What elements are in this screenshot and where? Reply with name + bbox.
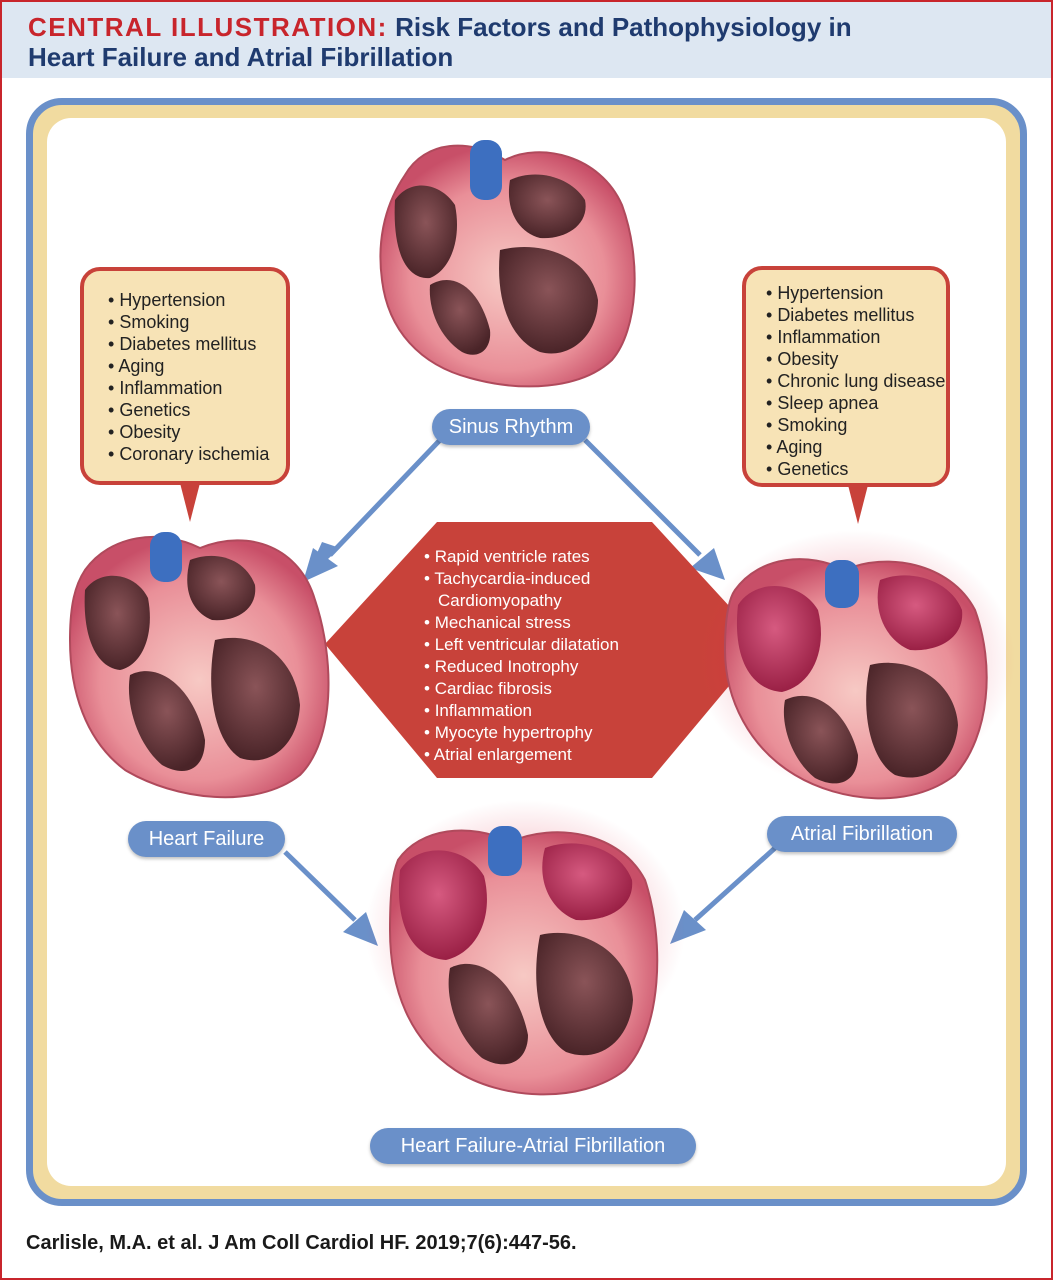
list-item: Diabetes mellitus — [108, 333, 286, 355]
list-item: Sleep apnea — [766, 392, 946, 414]
list-item: Aging — [108, 355, 286, 377]
label-atrial-fibrillation: Atrial Fibrillation — [767, 816, 957, 852]
list-item: Inflammation — [108, 377, 286, 399]
arrow-af-to-hfaf — [670, 846, 777, 944]
list-item: Hypertension — [766, 282, 946, 304]
label-heart-failure: Heart Failure — [128, 821, 285, 857]
arrow-sinus-to-hf — [303, 438, 442, 582]
title-bar — [2, 2, 1051, 78]
list-item: Obesity — [766, 348, 946, 370]
list-item: Diabetes mellitus — [766, 304, 946, 326]
list-item: Aging — [766, 436, 946, 458]
list-item: Coronary ischemia — [108, 443, 286, 465]
list-item: Inflammation — [424, 700, 664, 722]
list-item: Hypertension — [108, 289, 286, 311]
heart-atrial-fibrillation — [695, 530, 1015, 800]
list-item: Reduced Inotrophy — [424, 656, 664, 678]
figure-title-line-1: CENTRAL ILLUSTRATION: Risk Factors and P… — [28, 12, 852, 42]
mechanisms-list: Rapid ventricle rates Tachycardia-induce… — [424, 546, 664, 766]
af-risk-factors-list: Hypertension Diabetes mellitus Inflammat… — [766, 282, 946, 480]
list-item: Obesity — [108, 421, 286, 443]
arrow-hf-to-hfaf — [283, 850, 378, 946]
hf-callout-pointer — [180, 483, 200, 522]
list-item: Genetics — [108, 399, 286, 421]
list-item: Smoking — [766, 414, 946, 436]
af-risk-factors-callout: Hypertension Diabetes mellitus Inflammat… — [742, 266, 950, 487]
list-item: Genetics — [766, 458, 946, 480]
heart-sinus-rhythm — [379, 140, 636, 388]
title-text-1: Risk Factors and Pathophysiology in — [395, 12, 852, 42]
list-item: Myocyte hypertrophy — [424, 722, 664, 744]
label-hf-af: Heart Failure-Atrial Fibrillation — [370, 1128, 696, 1164]
list-item: Atrial enlargement — [424, 744, 664, 766]
list-item-continuation: Cardiomyopathy — [438, 591, 562, 610]
list-item: Inflammation — [766, 326, 946, 348]
list-item: Left ventricular dilatation — [424, 634, 664, 656]
list-item: Cardiac fibrosis — [424, 678, 664, 700]
heart-heart-failure — [68, 532, 330, 799]
arrow-sinus-to-af — [583, 438, 725, 580]
list-item: Mechanical stress — [424, 612, 664, 634]
mechanisms-text: Rapid ventricle rates Tachycardia-induce… — [424, 546, 664, 766]
hf-risk-factors-list: Hypertension Smoking Diabetes mellitus A… — [108, 289, 286, 465]
list-item: Smoking — [108, 311, 286, 333]
figure-title-line-2: Heart Failure and Atrial Fibrillation — [28, 42, 454, 72]
label-sinus-rhythm: Sinus Rhythm — [432, 409, 590, 445]
heart-hf-af — [365, 800, 685, 1096]
af-callout-pointer — [848, 485, 868, 524]
hf-risk-factors-callout: Hypertension Smoking Diabetes mellitus A… — [80, 267, 290, 485]
list-item: Rapid ventricle rates — [424, 546, 664, 568]
list-item: Chronic lung disease — [766, 370, 946, 392]
citation: Carlisle, M.A. et al. J Am Coll Cardiol … — [26, 1232, 577, 1254]
list-item: Tachycardia-induced — [424, 568, 664, 590]
title-kicker: CENTRAL ILLUSTRATION: — [28, 12, 388, 42]
